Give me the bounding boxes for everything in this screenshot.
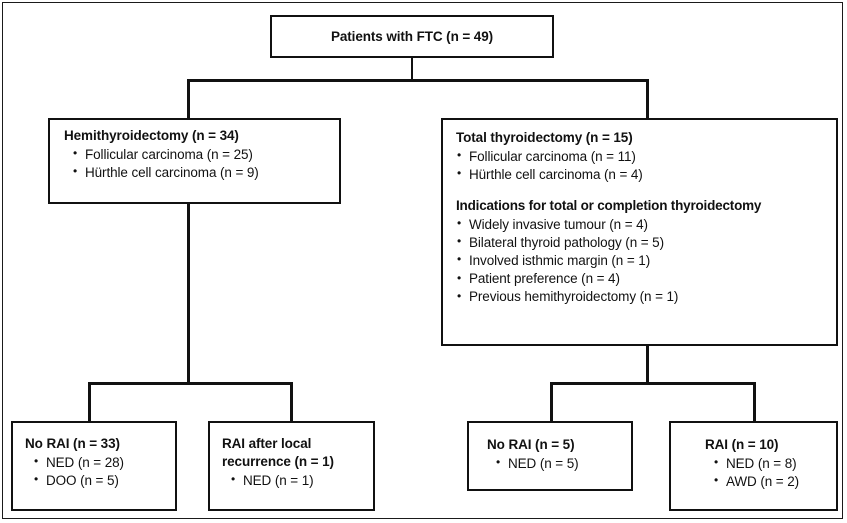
list-item: NED (n = 8): [705, 454, 826, 473]
list-item: NED (n = 1): [222, 471, 363, 490]
node-no-rai-5-bullets: NED (n = 5): [487, 454, 621, 473]
node-no-rai-33: No RAI (n = 33) NED (n = 28) DOO (n = 5): [11, 421, 177, 511]
connector-to-no-rai-5: [550, 382, 553, 422]
node-rai-after-local-recurrence-title: RAI after local recurrence (n = 1): [222, 436, 334, 469]
connector-total-thyroidectomy-stem: [646, 346, 649, 384]
node-no-rai-5: No RAI (n = 5) NED (n = 5): [467, 421, 633, 491]
connector-to-rai-10: [753, 382, 756, 422]
list-item: Widely invasive tumour (n = 4): [456, 215, 826, 234]
list-item: Involved isthmic margin (n = 1): [456, 251, 826, 270]
list-item: Patient preference (n = 4): [456, 270, 826, 288]
list-item: AWD (n = 2): [705, 472, 826, 491]
connector-to-total-thyroidectomy: [646, 79, 649, 119]
connector-hemithyroidectomy-stem: [187, 204, 190, 384]
node-total-thyroidectomy-title: Total thyroidectomy (n = 15): [456, 130, 633, 145]
node-hemithyroidectomy-title: Hemithyroidectomy (n = 34): [64, 128, 239, 143]
node-rai-10-title: RAI (n = 10): [705, 437, 779, 452]
node-rai-after-local-recurrence-bullets: NED (n = 1): [222, 471, 363, 490]
connector-root-stem: [411, 57, 413, 81]
node-no-rai-5-title: No RAI (n = 5): [487, 437, 575, 452]
list-item: NED (n = 28): [25, 453, 165, 472]
node-total-thyroidectomy-bullets: Follicular carcinoma (n = 11) Hürthle ce…: [456, 147, 826, 184]
connector-level1-bar: [187, 79, 648, 82]
list-item: Hürthle cell carcinoma (n = 4): [456, 165, 826, 184]
node-total-thyroidectomy: Total thyroidectomy (n = 15) Follicular …: [441, 118, 838, 346]
list-item: Bilateral thyroid pathology (n = 5): [456, 233, 826, 252]
list-item: Follicular carcinoma (n = 11): [456, 147, 826, 166]
node-no-rai-33-bullets: NED (n = 28) DOO (n = 5): [25, 453, 165, 490]
connector-to-hemithyroidectomy: [187, 79, 190, 119]
list-item: Hürthle cell carcinoma (n = 9): [64, 163, 329, 182]
list-item: Previous hemithyroidectomy (n = 1): [456, 288, 826, 306]
node-total-thyroidectomy-subheading: Indications for total or completion thyr…: [456, 197, 762, 213]
list-item: Follicular carcinoma (n = 25): [64, 145, 329, 164]
node-rai-10-bullets: NED (n = 8) AWD (n = 2): [705, 454, 826, 491]
node-root: Patients with FTC (n = 49): [270, 15, 554, 58]
node-hemithyroidectomy: Hemithyroidectomy (n = 34) Follicular ca…: [48, 118, 341, 204]
node-rai-after-local-recurrence: RAI after local recurrence (n = 1) NED (…: [208, 421, 375, 511]
connector-left-split-bar: [88, 382, 293, 385]
node-rai-10: RAI (n = 10) NED (n = 8) AWD (n = 2): [669, 421, 838, 511]
list-item: DOO (n = 5): [25, 471, 165, 490]
node-root-title: Patients with FTC (n = 49): [330, 28, 494, 44]
connector-to-no-rai-33: [88, 382, 91, 422]
node-total-thyroidectomy-indication-bullets: Widely invasive tumour (n = 4) Bilateral…: [456, 215, 826, 306]
connector-to-rai-after-local-recurrence: [290, 382, 293, 422]
list-item: NED (n = 5): [487, 454, 621, 473]
connector-right-split-bar: [550, 382, 756, 385]
node-no-rai-33-title: No RAI (n = 33): [25, 436, 120, 451]
node-hemithyroidectomy-bullets: Follicular carcinoma (n = 25) Hürthle ce…: [64, 145, 329, 182]
